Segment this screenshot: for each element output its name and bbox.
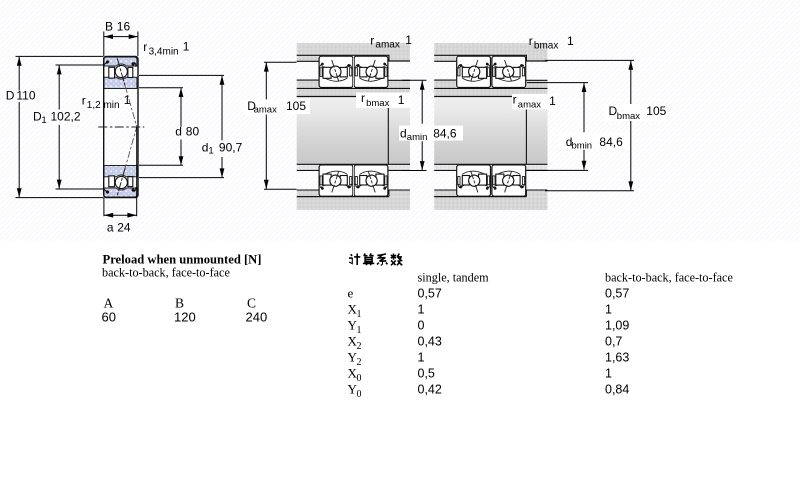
svg-text:0,57: 0,57 [605,287,629,301]
svg-text:120: 120 [174,310,196,325]
svg-text:1: 1 [124,93,131,107]
svg-text:r: r [370,33,374,47]
svg-text:back-to-back, face-to-face: back-to-back, face-to-face [102,266,230,280]
svg-text:r: r [513,92,517,106]
svg-text:single, tandem: single, tandem [418,271,490,285]
svg-text:B: B [105,20,113,34]
svg-text:1: 1 [605,367,612,381]
svg-text:0,43: 0,43 [418,335,442,349]
svg-text:1: 1 [208,146,213,157]
svg-text:d: d [202,140,209,154]
svg-text:amax: amax [254,104,277,115]
svg-text:D: D [609,104,618,118]
svg-text:a: a [107,221,114,235]
svg-text:84,6: 84,6 [433,126,457,140]
svg-text:0: 0 [357,389,362,400]
svg-text:r: r [529,34,533,48]
svg-text:D: D [33,110,42,124]
svg-text:80: 80 [186,125,200,139]
svg-text:amin: amin [407,132,428,143]
svg-text:e: e [348,286,354,301]
svg-text:1: 1 [398,93,405,107]
svg-text:1: 1 [418,351,425,365]
svg-text:1: 1 [357,309,362,320]
svg-text:d: d [400,126,407,140]
svg-text:84,6: 84,6 [599,135,623,149]
svg-text:105: 105 [646,104,666,118]
svg-text:0,84: 0,84 [605,383,629,397]
svg-text:24: 24 [117,221,131,235]
svg-text:Y: Y [348,350,358,365]
svg-text:bmax: bmax [534,40,558,51]
svg-text:1,09: 1,09 [605,319,629,333]
svg-text:110: 110 [16,88,35,102]
svg-text:2: 2 [357,341,362,352]
svg-text:1: 1 [605,303,612,317]
svg-text:r: r [361,91,365,105]
svg-text:D: D [6,88,15,102]
svg-text:C: C [247,296,256,311]
svg-text:X: X [348,302,358,317]
svg-text:bmin: bmin [572,141,593,152]
svg-text:16: 16 [117,20,131,34]
svg-text:A: A [104,296,114,311]
svg-text:0,7: 0,7 [605,335,622,349]
svg-text:Y: Y [348,318,358,333]
svg-text:2: 2 [357,357,362,368]
svg-text:1,63: 1,63 [605,351,629,365]
svg-text:0,5: 0,5 [418,367,435,381]
svg-text:1: 1 [549,94,556,108]
svg-text:240: 240 [246,310,268,325]
svg-text:0,42: 0,42 [418,383,442,397]
svg-text:90,7: 90,7 [219,140,243,154]
svg-text:105: 105 [286,99,306,113]
svg-text:amax: amax [518,100,541,111]
svg-text:d: d [175,125,182,139]
svg-text:X: X [348,334,358,349]
svg-text:Preload when unmounted [N]: Preload when unmounted [N] [103,253,262,267]
svg-text:1,2 min: 1,2 min [87,100,120,111]
svg-text:3,4min: 3,4min [149,47,179,58]
svg-text:B: B [175,296,184,311]
svg-text:102,2: 102,2 [51,110,81,124]
svg-text:0: 0 [418,319,425,333]
svg-text:d: d [566,135,573,149]
svg-text:1: 1 [357,325,362,336]
svg-text:0: 0 [357,373,362,384]
svg-text:r: r [82,94,86,108]
svg-text:bmax: bmax [366,98,389,109]
svg-text:bmax: bmax [617,111,640,122]
svg-text:r: r [143,40,147,54]
svg-text:1: 1 [41,115,46,126]
svg-text:Y: Y [348,382,358,397]
svg-text:amax: amax [375,40,399,51]
svg-text:0,57: 0,57 [418,287,442,301]
svg-text:X: X [348,366,358,381]
svg-text:1: 1 [418,303,425,317]
svg-text:D: D [247,99,256,113]
svg-text:back-to-back, face-to-face: back-to-back, face-to-face [605,271,733,285]
svg-text:60: 60 [102,310,116,325]
svg-text:1: 1 [405,33,412,47]
svg-text:1: 1 [567,34,574,48]
svg-text:1: 1 [183,40,190,54]
